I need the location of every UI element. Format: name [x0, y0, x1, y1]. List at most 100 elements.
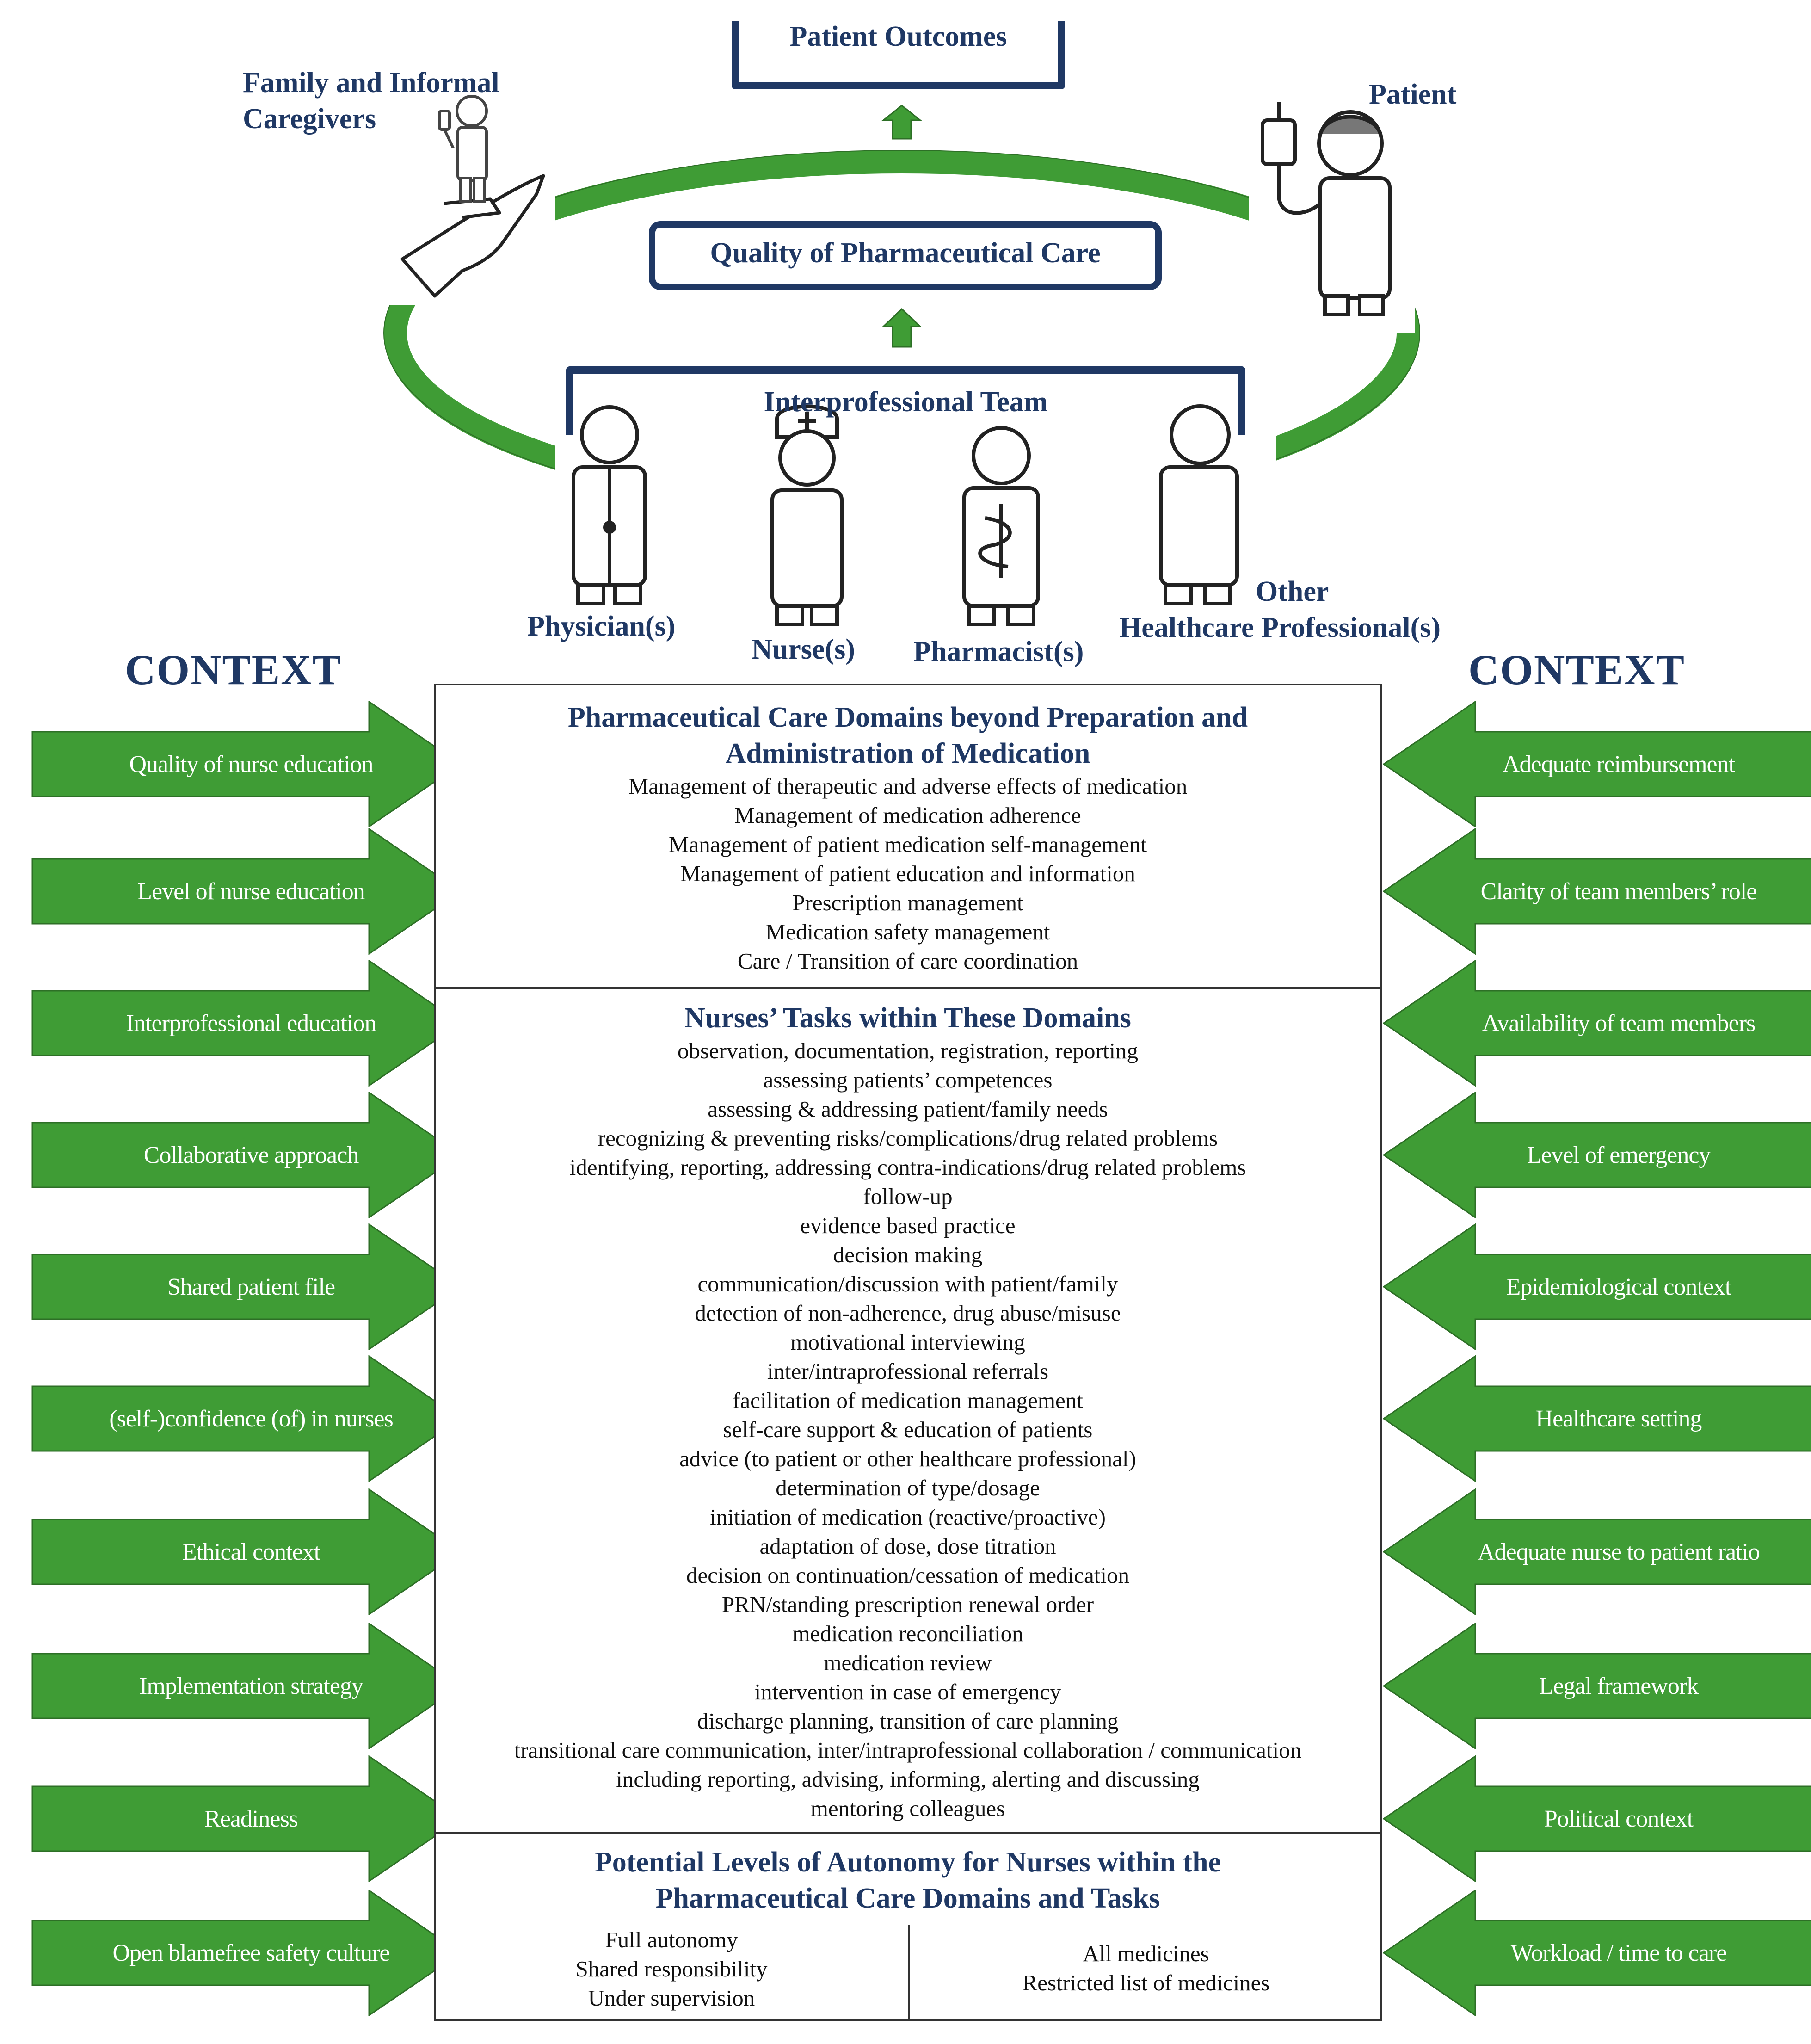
caregiver-hand-icon: [400, 174, 545, 298]
left-factor-arrow: (self-)confidence (of) in nurses: [31, 1355, 462, 1482]
left-factor-arrow: Implementation strategy: [31, 1623, 462, 1749]
left-factor-arrow: Quality of nurse education: [31, 701, 462, 827]
left-factor-arrow: Interprofessional education: [31, 960, 462, 1087]
left-factor-label: Collaborative approach: [143, 1142, 359, 1168]
context-heading-left: CONTEXT: [125, 646, 342, 693]
left-factor-arrow: Collaborative approach: [31, 1092, 462, 1218]
right-factor-label: Adequate reimbursement: [1502, 751, 1735, 778]
domain-item: Medication safety management: [765, 919, 1050, 945]
domain-item: Management of therapeutic and adverse ef…: [628, 773, 1188, 799]
right-factor-arrow: Level of emergency: [1383, 1092, 1811, 1218]
right-factor-arrow: Adequate nurse to patient ratio: [1383, 1488, 1811, 1615]
task-item: assessing patients’ competences: [763, 1067, 1053, 1093]
left-arrow-shape: [31, 1223, 462, 1350]
medicine-scope-item: Restricted list of medicines: [1022, 1970, 1270, 1995]
right-factor-label: Legal framework: [1539, 1673, 1699, 1699]
pharma-care-box: Pharmaceutical Care Domains beyond Prepa…: [434, 684, 1382, 2021]
right-factor-arrow: Legal framework: [1383, 1623, 1811, 1749]
autonomy-divider: [908, 1925, 910, 2021]
task-item: recognizing & preventing risks/complicat…: [598, 1125, 1218, 1151]
right-factor-label: Healthcare setting: [1535, 1405, 1702, 1432]
task-item: medication reconciliation: [792, 1621, 1023, 1646]
right-arrow-shape: [1383, 701, 1811, 827]
left-factor-label: Ethical context: [182, 1538, 320, 1565]
task-item: adaptation of dose, dose titration: [759, 1533, 1056, 1559]
physician-label: Physician(s): [527, 611, 676, 642]
patient-outcomes-label: Patient Outcomes: [789, 21, 1007, 52]
right-factor-arrow: Epidemiological context: [1383, 1223, 1811, 1350]
caregiver-person-icon: [438, 95, 488, 203]
team-diagram: [383, 21, 1420, 638]
nurse-label: Nurse(s): [752, 634, 855, 665]
other-professional-label-line2: Healthcare Professional(s): [1119, 612, 1441, 643]
other-professional-figure-icon: [1159, 404, 1239, 605]
left-factor-label: Readiness: [204, 1805, 298, 1832]
left-arrow-shape: [31, 960, 462, 1087]
left-arrow-shape: [31, 1623, 462, 1749]
task-item: decision making: [833, 1242, 983, 1267]
task-item: assessing & addressing patient/family ne…: [708, 1096, 1108, 1122]
task-item: follow-up: [863, 1184, 953, 1209]
divider-domains-tasks: [436, 987, 1380, 989]
task-item: inter/intraprofessional referrals: [767, 1359, 1049, 1384]
right-factor-label: Adequate nurse to patient ratio: [1477, 1538, 1760, 1565]
right-factor-arrow: Political context: [1383, 1755, 1811, 1882]
pharmacist-label: Pharmacist(s): [913, 636, 1084, 667]
physician-figure-icon: [572, 405, 647, 605]
left-factor-label: Shared patient file: [167, 1273, 335, 1300]
right-factor-arrow: Availability of team members: [1383, 960, 1811, 1087]
team-bracket: [566, 366, 1245, 435]
autonomy-level-item: Under supervision: [588, 1985, 755, 2011]
task-item: advice (to patient or other healthcare p…: [679, 1446, 1136, 1471]
right-factor-arrow: Healthcare setting: [1383, 1355, 1811, 1482]
task-item: including reporting, advising, informing…: [616, 1766, 1200, 1792]
quality-pharma-care-label: Quality of Pharmaceutical Care: [710, 237, 1101, 269]
nurse-figure-icon: [770, 404, 844, 626]
left-factor-label: Implementation strategy: [139, 1673, 363, 1699]
right-arrow-shape: [1383, 1223, 1811, 1350]
context-heading-right: CONTEXT: [1468, 646, 1685, 693]
family-caregivers-label-line2: Caregivers: [243, 103, 376, 135]
left-factor-label: Level of nurse education: [137, 878, 365, 905]
task-item: identifying, reporting, addressing contr…: [569, 1155, 1246, 1180]
domains-list: Management of therapeutic and adverse ef…: [436, 772, 1380, 976]
family-caregivers-label-line1: Family and Informal: [243, 67, 499, 99]
task-item: detection of non-adherence, drug abuse/m…: [695, 1300, 1121, 1326]
right-factor-label: Political context: [1544, 1805, 1694, 1832]
right-arrow-shape: [1383, 828, 1811, 955]
right-arrow-shape: [1383, 1355, 1811, 1482]
task-item: PRN/standing prescription renewal order: [721, 1592, 1094, 1617]
task-item: medication review: [824, 1650, 992, 1675]
domain-item: Prescription management: [792, 890, 1023, 915]
other-professional-label-line1: Other: [1256, 576, 1329, 607]
right-arrow-shape: [1383, 960, 1811, 1087]
arrow-up-quality-icon: [881, 308, 922, 348]
divider-tasks-autonomy: [436, 1832, 1380, 1834]
task-item: decision on continuation/cessation of me…: [686, 1562, 1129, 1588]
domains-section: Pharmaceutical Care Domains beyond Prepa…: [436, 699, 1380, 976]
task-item: evidence based practice: [800, 1213, 1016, 1238]
right-arrow-shape: [1383, 1092, 1811, 1218]
right-factor-arrow: Adequate reimbursement: [1383, 701, 1811, 827]
left-arrow-shape: [31, 1355, 462, 1482]
task-item: communication/discussion with patient/fa…: [697, 1271, 1118, 1297]
left-arrow-shape: [31, 1092, 462, 1218]
right-factor-label: Epidemiological context: [1506, 1273, 1732, 1300]
right-factor-arrow: Clarity of team members’ role: [1383, 828, 1811, 955]
domains-title-line1: Pharmaceutical Care Domains beyond Prepa…: [567, 702, 1248, 733]
domain-item: Management of patient medication self-ma…: [668, 832, 1147, 857]
pharmacist-figure-icon: [962, 426, 1040, 626]
arrow-up-outcomes-icon: [881, 105, 923, 140]
left-factor-arrow: Open blamefree safety culture: [31, 1890, 462, 2016]
domain-item: Management of medication adherence: [734, 803, 1081, 828]
domain-item: Care / Transition of care coordination: [737, 948, 1078, 974]
right-arrow-shape: [1383, 1890, 1811, 2016]
right-factor-arrow: Workload / time to care: [1383, 1890, 1811, 2016]
domain-item: Management of patient education and info…: [680, 861, 1135, 886]
left-factor-arrow: Shared patient file: [31, 1223, 462, 1350]
left-factor-arrow: Level of nurse education: [31, 828, 462, 955]
left-factor-label: Quality of nurse education: [129, 751, 373, 778]
